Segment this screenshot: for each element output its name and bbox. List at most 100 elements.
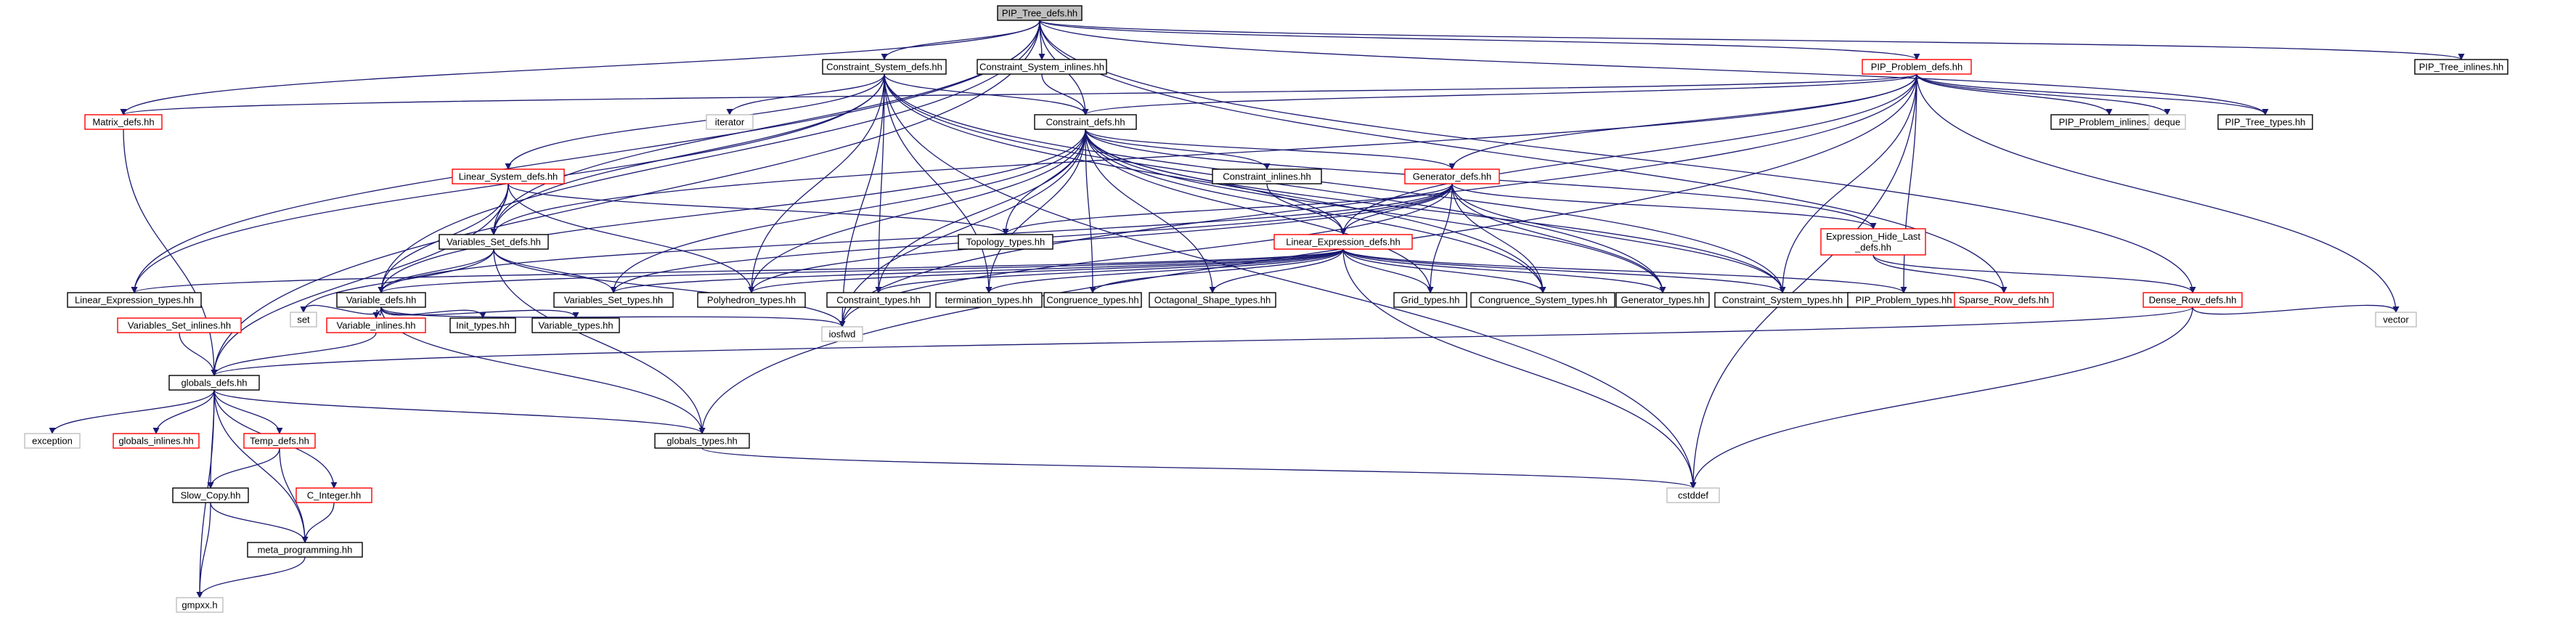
node-label: Variable_defs.hh (346, 295, 417, 306)
edge-generator-defs-to-expression-hide-last-defs (1451, 183, 1877, 229)
edge-linear-expression-defs-to-congruence-system-types (1342, 248, 1546, 293)
node-constraint-system-types[interactable]: Constraint_System_types.hh (1714, 292, 1851, 308)
node-expression-hide-last-defs[interactable]: Expression_Hide_Last_defs.hh (1820, 228, 1926, 256)
edge-linear-expression-defs-to-cstddef (1342, 248, 1697, 489)
node-variables-set-types[interactable]: Variables_Set_types.hh (553, 292, 674, 308)
node-label: Generator_types.hh (1621, 295, 1705, 306)
edge-generator-defs-to-congruence-system-types (1451, 183, 1546, 293)
edge-variable-defs-to-iosfwd (380, 306, 846, 328)
edge-globals-defs-to-meta-programming (213, 389, 309, 543)
node-box (697, 292, 806, 308)
node-matrix-defs[interactable]: Matrix_defs.hh (84, 114, 163, 130)
node-box (826, 292, 931, 308)
node-label: exception (32, 436, 73, 447)
edge-globals-defs-to-temp-defs (213, 389, 283, 434)
node-box (1470, 292, 1615, 308)
node-label: set (297, 314, 310, 325)
edge-pip-problem-defs-to-globals-types (698, 73, 1917, 434)
node-slow-copy[interactable]: Slow_Copy.hh (172, 487, 249, 503)
node-grid-types[interactable]: Grid_types.hh (1393, 292, 1467, 308)
node-pip-problem-defs[interactable]: PIP_Problem_defs.hh (1862, 59, 1972, 75)
node-constraint-types[interactable]: Constraint_types.hh (826, 292, 931, 308)
node-polyhedron-types[interactable]: Polyhedron_types.hh (697, 292, 806, 308)
edge-linear-expression-defs-to-polyhedron-types (748, 248, 1344, 293)
node-globals-types[interactable]: globals_types.hh (654, 433, 750, 449)
node-variable-defs[interactable]: Variable_defs.hh (336, 292, 426, 308)
node-label: vector (2383, 314, 2409, 325)
edge-generator-defs-to-constraint-system-types (1451, 183, 1786, 293)
edge-constraint-defs-to-constraint-types (875, 129, 1086, 293)
node-variable-types[interactable]: Variable_types.hh (531, 317, 620, 333)
node-variables-set-defs[interactable]: Variables_Set_defs.hh (439, 234, 549, 250)
edge-pip-tree-defs-to-globals-defs (211, 20, 1040, 376)
edge-temp-defs-to-meta-programming (279, 447, 309, 543)
node-constraint-system-defs[interactable]: Constraint_System_defs.hh (822, 59, 947, 75)
node-label: PIP_Tree_types.hh (2225, 117, 2306, 128)
node-box (1034, 114, 1137, 130)
node-label: Constraint_defs.hh (1046, 117, 1125, 128)
node-globals-defs[interactable]: globals_defs.hh (168, 375, 260, 391)
node-box (1666, 487, 1720, 503)
edge-globals-types-to-cstddef (701, 447, 1697, 489)
node-label: Congruence_System_types.hh (1478, 295, 1607, 306)
node-pip-tree-defs[interactable]: PIP_Tree_defs.hh (997, 5, 1083, 21)
node-pip-tree-types[interactable]: PIP_Tree_types.hh (2217, 114, 2313, 130)
node-termination-types[interactable]: termination_types.hh (935, 292, 1043, 308)
node-meta-programming[interactable]: meta_programming.hh (247, 542, 363, 558)
node-generator-defs[interactable]: Generator_defs.hh (1404, 168, 1500, 184)
node-box (1615, 292, 1710, 308)
node-temp-defs[interactable]: Temp_defs.hh (243, 433, 316, 449)
node-globals-inlines[interactable]: globals_inlines.hh (113, 433, 200, 449)
node-sparse-row-defs[interactable]: Sparse_Row_defs.hh (1954, 292, 2054, 308)
edge-generator-defs-to-topology-types (1002, 183, 1453, 235)
node-box (67, 292, 202, 308)
node-gmpxx: gmpxx.h (176, 597, 224, 613)
node-box (295, 487, 372, 503)
edge-linear-system-defs-to-topology-types (508, 183, 1009, 235)
node-box (822, 59, 947, 75)
node-dense-row-defs[interactable]: Dense_Row_defs.hh (2143, 292, 2243, 308)
node-box (1273, 234, 1413, 250)
node-box (84, 114, 163, 130)
node-label: Expression_Hide_Last (1826, 231, 1920, 242)
node-init-types[interactable]: Init_types.hh (449, 317, 516, 333)
edge-constraint-defs-to-constraint-inlines (1085, 129, 1271, 170)
node-label: iterator (715, 117, 745, 128)
node-linear-expression-types[interactable]: Linear_Expression_types.hh (67, 292, 202, 308)
node-pip-problem-types[interactable]: PIP_Problem_types.hh (1847, 292, 1960, 308)
edge-variables-set-inlines-to-globals-defs (179, 332, 218, 376)
node-constraint-system-inlines[interactable]: Constraint_System_inlines.hh (977, 59, 1107, 75)
node-pip-tree-inlines[interactable]: PIP_Tree_inlines.hh (2414, 59, 2508, 75)
node-label: Matrix_defs.hh (92, 117, 154, 128)
node-box (553, 292, 674, 308)
node-generator-types[interactable]: Generator_types.hh (1615, 292, 1710, 308)
edge-generator-defs-to-generator-types (1451, 183, 1666, 293)
node-box (326, 317, 426, 333)
node-label: Variable_types.hh (538, 320, 613, 331)
node-label: Constraint_inlines.hh (1223, 171, 1311, 182)
edge-pip-tree-defs-to-constraint-system-defs (881, 20, 1040, 60)
node-linear-system-defs[interactable]: Linear_System_defs.hh (452, 168, 565, 184)
node-congruence-types[interactable]: Congruence_types.hh (1043, 292, 1142, 308)
node-congruence-system-types[interactable]: Congruence_System_types.hh (1470, 292, 1615, 308)
node-octagonal-shape-types[interactable]: Octagonal_Shape_types.hh (1149, 292, 1276, 308)
node-variable-inlines[interactable]: Variable_inlines.hh (326, 317, 426, 333)
edge-constraint-defs-to-generator-types (1085, 129, 1666, 293)
node-variables-set-inlines[interactable]: Variables_Set_inlines.hh (117, 317, 242, 333)
edge-constraint-defs-to-variables-set-types (610, 129, 1086, 293)
node-linear-expression-defs[interactable]: Linear_Expression_defs.hh (1273, 234, 1413, 250)
node-label: PIP_Tree_defs.hh (1002, 8, 1077, 19)
edge-expression-hide-last-defs-to-sparse-row-defs (1872, 254, 2008, 293)
node-c-integer[interactable]: C_Integer.hh (295, 487, 372, 503)
node-topology-types[interactable]: Topology_types.hh (958, 234, 1053, 250)
node-box (117, 317, 242, 333)
node-box (1862, 59, 1972, 75)
node-label: _defs.hh (1854, 242, 1891, 253)
node-constraint-inlines[interactable]: Constraint_inlines.hh (1212, 168, 1322, 184)
node-constraint-defs[interactable]: Constraint_defs.hh (1034, 114, 1137, 130)
node-deque: deque (2148, 114, 2186, 130)
edge-pip-tree-defs-to-matrix-defs (120, 20, 1040, 115)
node-box (439, 234, 549, 250)
node-box (290, 312, 317, 328)
